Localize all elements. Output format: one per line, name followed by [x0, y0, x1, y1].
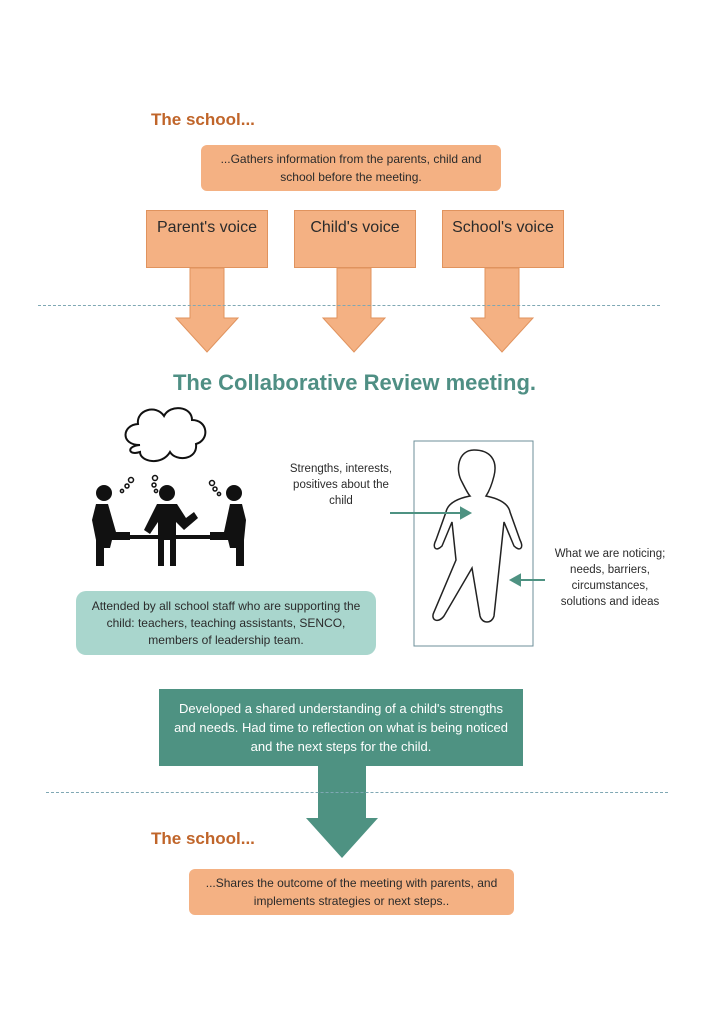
noticing-arrowhead [508, 573, 521, 587]
noticing-note: What we are noticing; needs, barriers, c… [554, 548, 666, 608]
thought-bubbles-icon [119, 474, 222, 497]
outcome-box: Developed a shared understanding of a ch… [159, 689, 523, 766]
school-voice-arrow [469, 267, 535, 353]
meeting-people-icon [92, 485, 246, 566]
separator-bottom [46, 792, 668, 793]
shares-outcome-box: ...Shares the outcome of the meeting wit… [189, 869, 514, 915]
strengths-arrowhead [460, 506, 473, 520]
thought-cloud-icon [124, 407, 207, 462]
outcome-arrow [306, 766, 378, 858]
child-voice-arrow [321, 267, 387, 353]
school-voice-box: School's voice [442, 210, 564, 268]
attendees-box: Attended by all school staff who are sup… [76, 591, 376, 655]
parent-voice-box: Parent's voice [146, 210, 268, 268]
meeting-title: The Collaborative Review meeting. [172, 370, 537, 395]
parent-voice-arrow [174, 267, 240, 353]
body-outline-icon [432, 449, 523, 623]
strengths-note: Strengths, interests, positives about th… [289, 463, 393, 507]
school-heading-top: The school... [151, 110, 255, 129]
voice-arrows [174, 267, 535, 353]
separator-top [38, 305, 660, 306]
child-voice-box: Child's voice [294, 210, 416, 268]
school-heading-bottom: The school... [151, 829, 255, 848]
gather-info-box: ...Gathers information from the parents,… [201, 145, 501, 191]
body-outline-frame [413, 440, 534, 647]
pointer-arrows [390, 506, 545, 587]
